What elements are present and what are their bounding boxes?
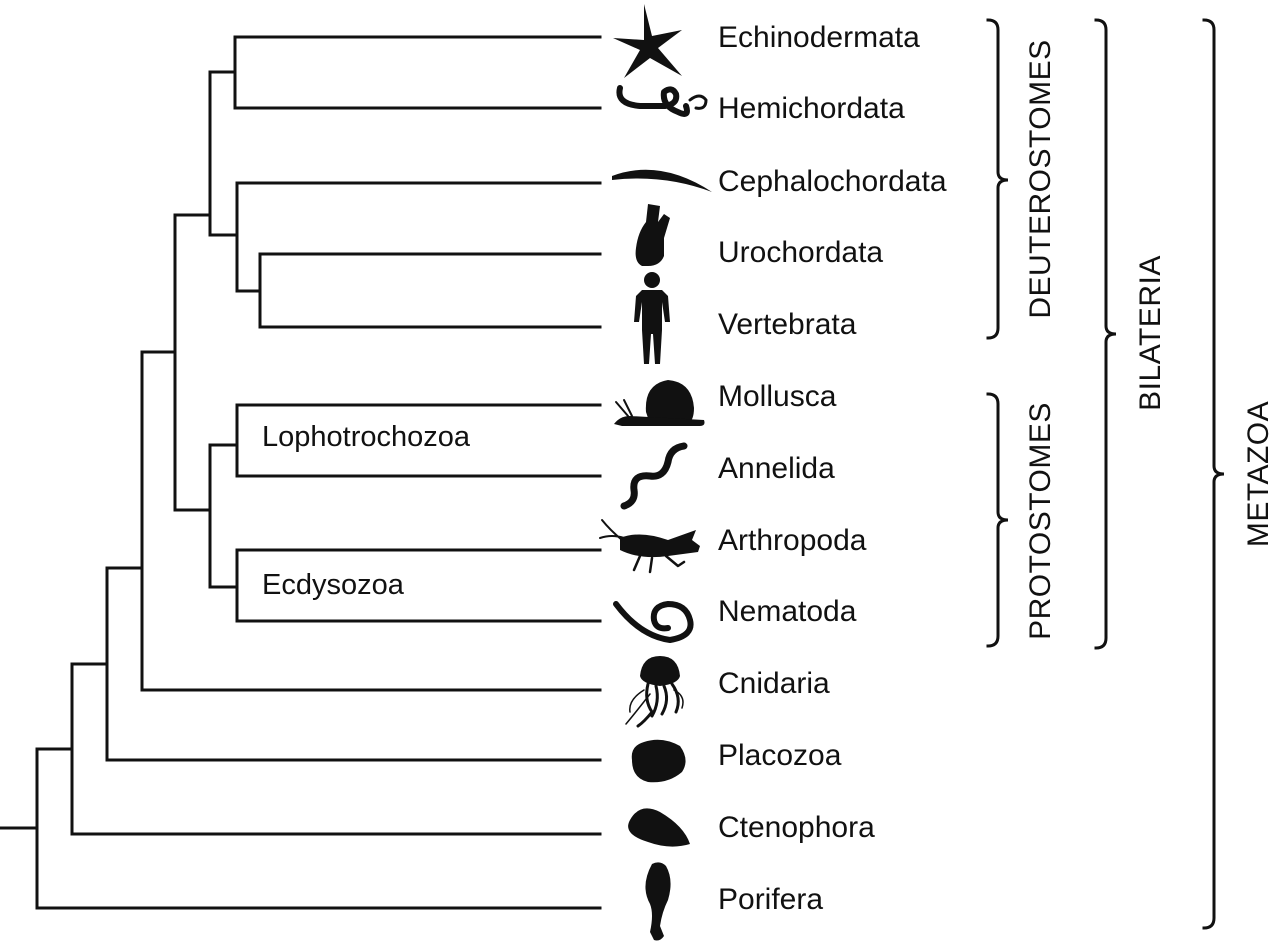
sea-squirt-icon bbox=[635, 204, 670, 266]
worm-icon bbox=[620, 442, 688, 510]
node-uro-vert bbox=[235, 252, 262, 329]
node-root bbox=[0, 747, 39, 910]
taxon-label-urochordata: Urochordata bbox=[718, 236, 883, 269]
bracket-deuterostomes bbox=[986, 18, 1009, 340]
taxon-labels: Echinodermata Hemichordata Cephalochorda… bbox=[718, 21, 947, 916]
group-label-protostomes: PROTOSTOMES bbox=[1024, 402, 1057, 640]
taxon-label-annelida: Annelida bbox=[718, 452, 835, 485]
group-label-metazoa: METAZOA bbox=[1242, 401, 1275, 547]
group-label-bilateria: BILATERIA bbox=[1134, 255, 1167, 411]
clade-label-lophotrochozoa: Lophotrochozoa bbox=[262, 421, 471, 453]
lancelet-icon bbox=[612, 169, 712, 192]
group-label-deuterostomes: DEUTEROSTOMES bbox=[1024, 39, 1057, 318]
bracket-protostomes bbox=[986, 392, 1009, 648]
taxon-label-cnidaria: Cnidaria bbox=[718, 667, 830, 700]
grasshopper-icon bbox=[599, 519, 700, 574]
snail-icon bbox=[614, 380, 705, 426]
taxon-icons bbox=[599, 4, 712, 941]
sponge-icon bbox=[645, 862, 671, 941]
bracket-metazoa bbox=[1202, 18, 1225, 930]
acorn-worm-icon bbox=[616, 85, 708, 117]
node-chordata bbox=[208, 181, 239, 293]
starfish-icon bbox=[613, 4, 682, 78]
group-brackets bbox=[986, 18, 1225, 930]
placozoan-icon bbox=[631, 739, 686, 783]
node-placozoa-join bbox=[70, 566, 109, 762]
node-ecdysozoa bbox=[208, 548, 239, 623]
taxon-label-mollusca: Mollusca bbox=[718, 380, 837, 413]
node-protostomia bbox=[173, 443, 212, 589]
group-labels: DEUTEROSTOMES PROTOSTOMES BILATERIA META… bbox=[1024, 39, 1275, 640]
tree-branches bbox=[0, 35, 602, 910]
taxon-label-cephalochordata: Cephalochordata bbox=[718, 165, 947, 198]
node-planulozoa bbox=[105, 350, 144, 692]
taxon-label-echinodermata: Echinodermata bbox=[718, 21, 920, 54]
taxon-label-porifera: Porifera bbox=[718, 883, 823, 916]
node-echino-hemi bbox=[208, 35, 237, 110]
nematode-icon bbox=[613, 601, 694, 643]
jellyfish-icon bbox=[625, 656, 684, 728]
taxon-label-vertebrata: Vertebrata bbox=[718, 308, 857, 341]
comb-jelly-icon bbox=[628, 808, 690, 847]
bracket-bilateria bbox=[1094, 18, 1117, 650]
node-bilateria bbox=[140, 213, 177, 512]
node-lophotrochozoa bbox=[208, 403, 239, 478]
taxon-label-arthropoda: Arthropoda bbox=[718, 524, 867, 557]
clade-label-ecdysozoa: Ecdysozoa bbox=[262, 569, 405, 601]
node-ctenophora-join bbox=[35, 662, 74, 836]
human-icon bbox=[634, 272, 670, 364]
taxon-label-ctenophora: Ctenophora bbox=[718, 811, 875, 844]
taxon-label-nematoda: Nematoda bbox=[718, 595, 857, 628]
taxon-label-hemichordata: Hemichordata bbox=[718, 92, 905, 125]
node-deuterostomia bbox=[173, 70, 212, 237]
taxon-label-placozoa: Placozoa bbox=[718, 739, 842, 772]
